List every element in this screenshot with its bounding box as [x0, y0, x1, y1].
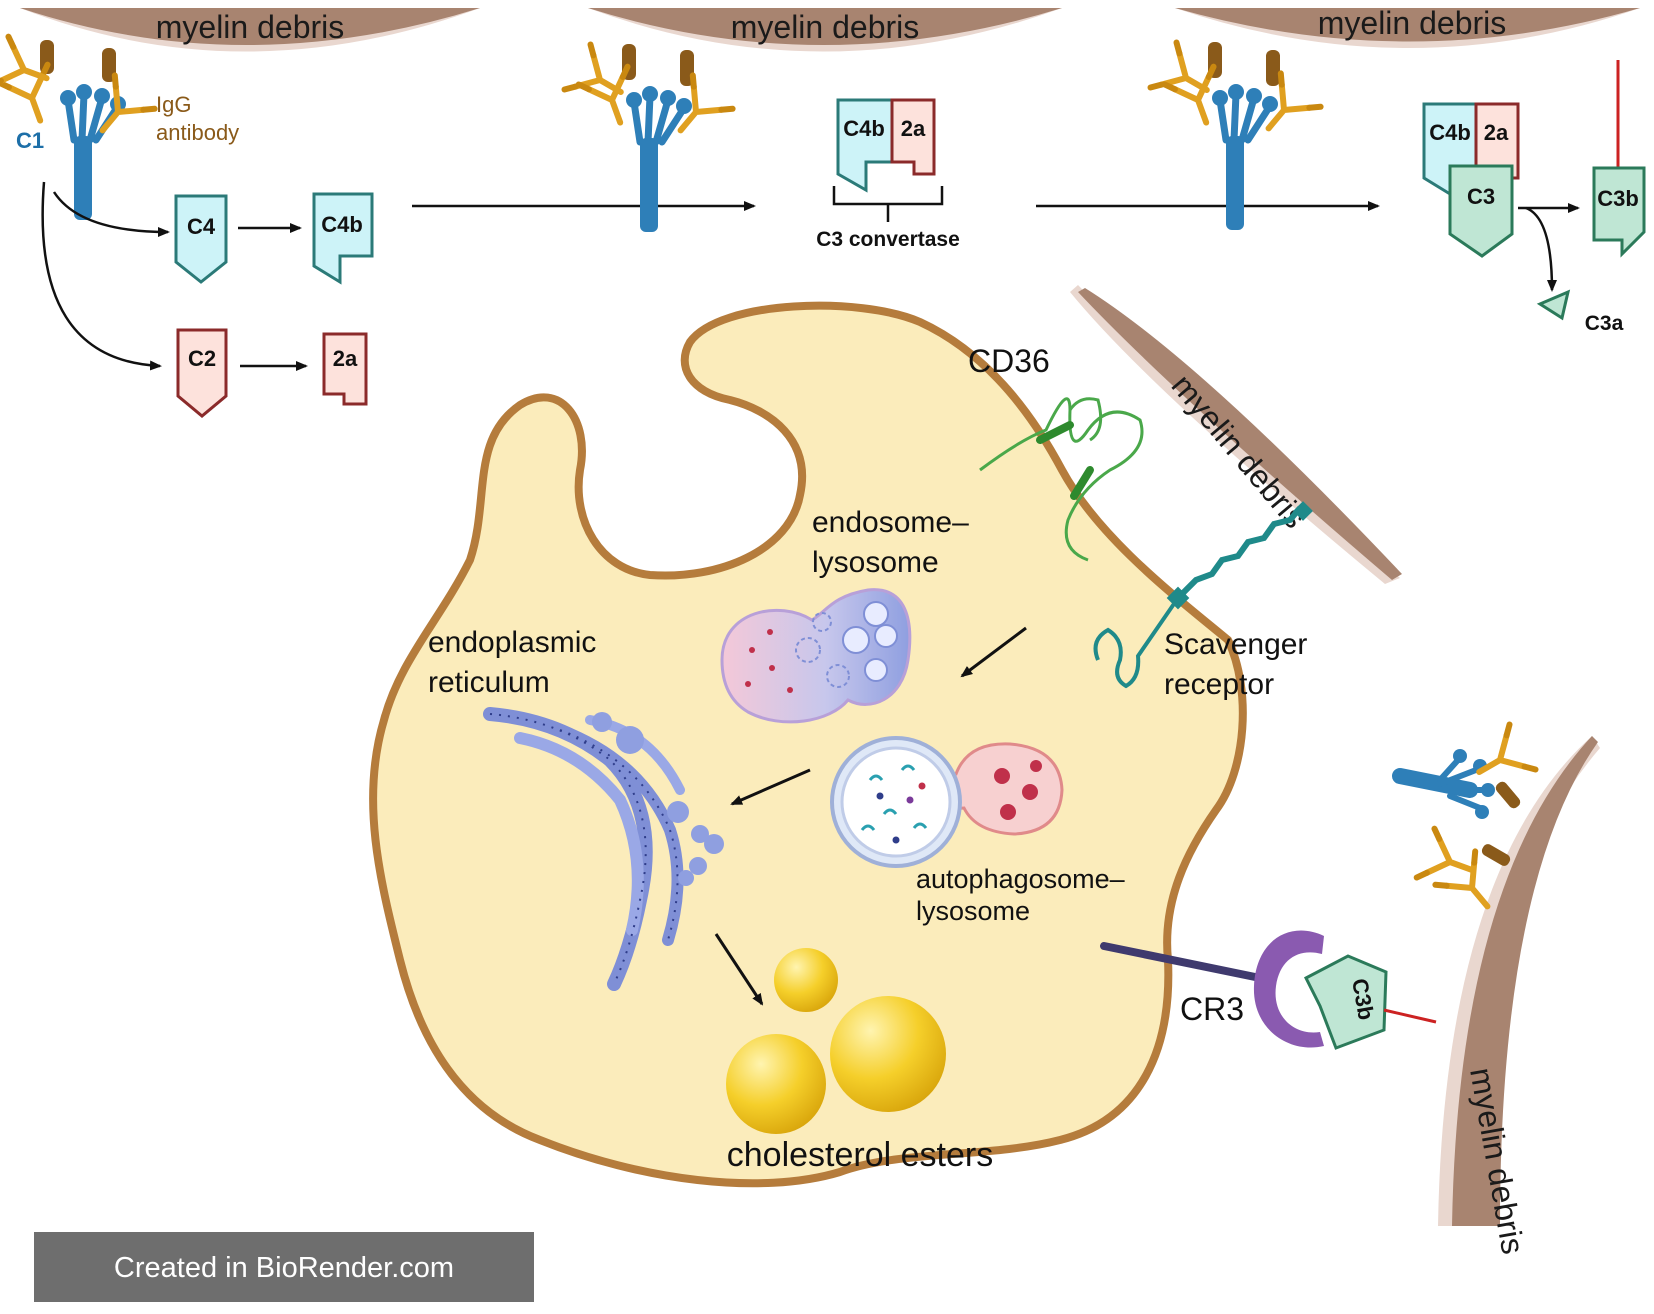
c3-convertase-label: C3 convertase — [816, 228, 960, 251]
endosome-lysosome-icon — [720, 588, 912, 724]
arrow-into-lipid — [714, 933, 764, 1006]
arrow-c3-to-c3a — [1525, 206, 1557, 292]
autophago-label-1: autophagosome– — [916, 864, 1125, 894]
autophago-label-2: lysosome — [916, 896, 1030, 926]
c1-complex-icon-3 — [1212, 84, 1278, 230]
c2-icon: C2 — [176, 328, 228, 418]
scavenger-label-1: Scavenger — [1164, 628, 1307, 661]
c2a-label: 2a — [333, 346, 358, 371]
credit-text: Created in BioRender.com — [114, 1252, 454, 1284]
c1-label: C1 — [16, 128, 44, 153]
c3a-label: C3a — [1585, 312, 1624, 335]
debris-diagonal-right: myelin debris — [1070, 285, 1402, 584]
cr3-receptor-icon — [1253, 930, 1324, 1048]
debris-top-2: myelin debris — [588, 8, 1062, 52]
debris-label-diagonal: myelin debris — [1165, 367, 1314, 535]
convertase-2a-label: 2a — [901, 116, 926, 141]
igg-label-2: antibody — [156, 120, 239, 145]
c3-label: C3 — [1467, 184, 1495, 209]
c3-cleavage-icon: C4b 2a C3 — [1422, 102, 1520, 258]
arrow-into-er — [730, 768, 811, 806]
stage3-c4b-label: C4b — [1429, 120, 1471, 145]
macrophage-cell — [369, 301, 1247, 1188]
endoplasmic-reticulum-icon — [483, 707, 724, 991]
c3b-link-line — [1383, 1008, 1437, 1024]
cd36-label: CD36 — [968, 343, 1050, 379]
cholesterol-label: cholesterol esters — [727, 1136, 993, 1174]
debris-lower-right: myelin debris — [1438, 736, 1600, 1257]
c3-convertase-icon: C4b 2a — [832, 98, 944, 222]
igg-antibody-icon — [0, 37, 155, 147]
c3b-icon: C3b — [1592, 166, 1646, 258]
scavenger-receptor-icon — [1093, 501, 1313, 689]
stage3-2a-label: 2a — [1484, 120, 1509, 145]
credit-badge: Created in BioRender.com — [34, 1232, 534, 1302]
arrow-c1-to-c4 — [52, 191, 170, 237]
convertase-c4b-label: C4b — [843, 116, 885, 141]
c3b-label: C3b — [1597, 186, 1639, 211]
c3a-icon — [1536, 289, 1571, 321]
c2-label: C2 — [188, 346, 216, 371]
c1-complex-icon — [60, 84, 126, 220]
lipid-droplet-icon — [726, 948, 946, 1134]
cr3-label: CR3 — [1180, 991, 1244, 1027]
igg-antibody-icon-2 — [564, 44, 732, 147]
debris-top-3: myelin debris — [1175, 5, 1640, 48]
arrow-into-endosome — [960, 626, 1027, 678]
cd36-receptor-icon — [979, 397, 1144, 562]
debris-label-3: myelin debris — [1318, 5, 1507, 41]
c4b-label: C4b — [321, 212, 363, 237]
cr3-stalk — [1100, 942, 1264, 982]
igg-antibody-icon-3 — [1150, 42, 1320, 145]
scavenger-label-2: receptor — [1164, 668, 1274, 701]
er-label-2: reticulum — [428, 666, 550, 699]
c4b-icon: C4b — [312, 192, 374, 285]
debris-top-1: myelin debris — [20, 8, 480, 52]
debris-label-2: myelin debris — [731, 9, 920, 45]
endosome-label-2: lysosome — [812, 546, 939, 579]
c4-label: C4 — [187, 214, 216, 239]
c1-complex-icon-4 — [1392, 724, 1536, 923]
arrow-c1-to-c2 — [41, 181, 162, 371]
autophagosome-lysosome-icon — [830, 736, 1064, 868]
debris-label-1: myelin debris — [156, 9, 345, 45]
c4-icon: C4 — [174, 194, 228, 284]
c3b-bound-icon: C3b — [1304, 954, 1388, 1050]
endosome-label-1: endosome– — [812, 506, 969, 539]
c1-complex-icon-2 — [626, 86, 692, 232]
igg-label-1: IgG — [156, 92, 191, 117]
c2a-icon: 2a — [322, 332, 368, 406]
er-label-1: endoplasmic — [428, 626, 596, 659]
